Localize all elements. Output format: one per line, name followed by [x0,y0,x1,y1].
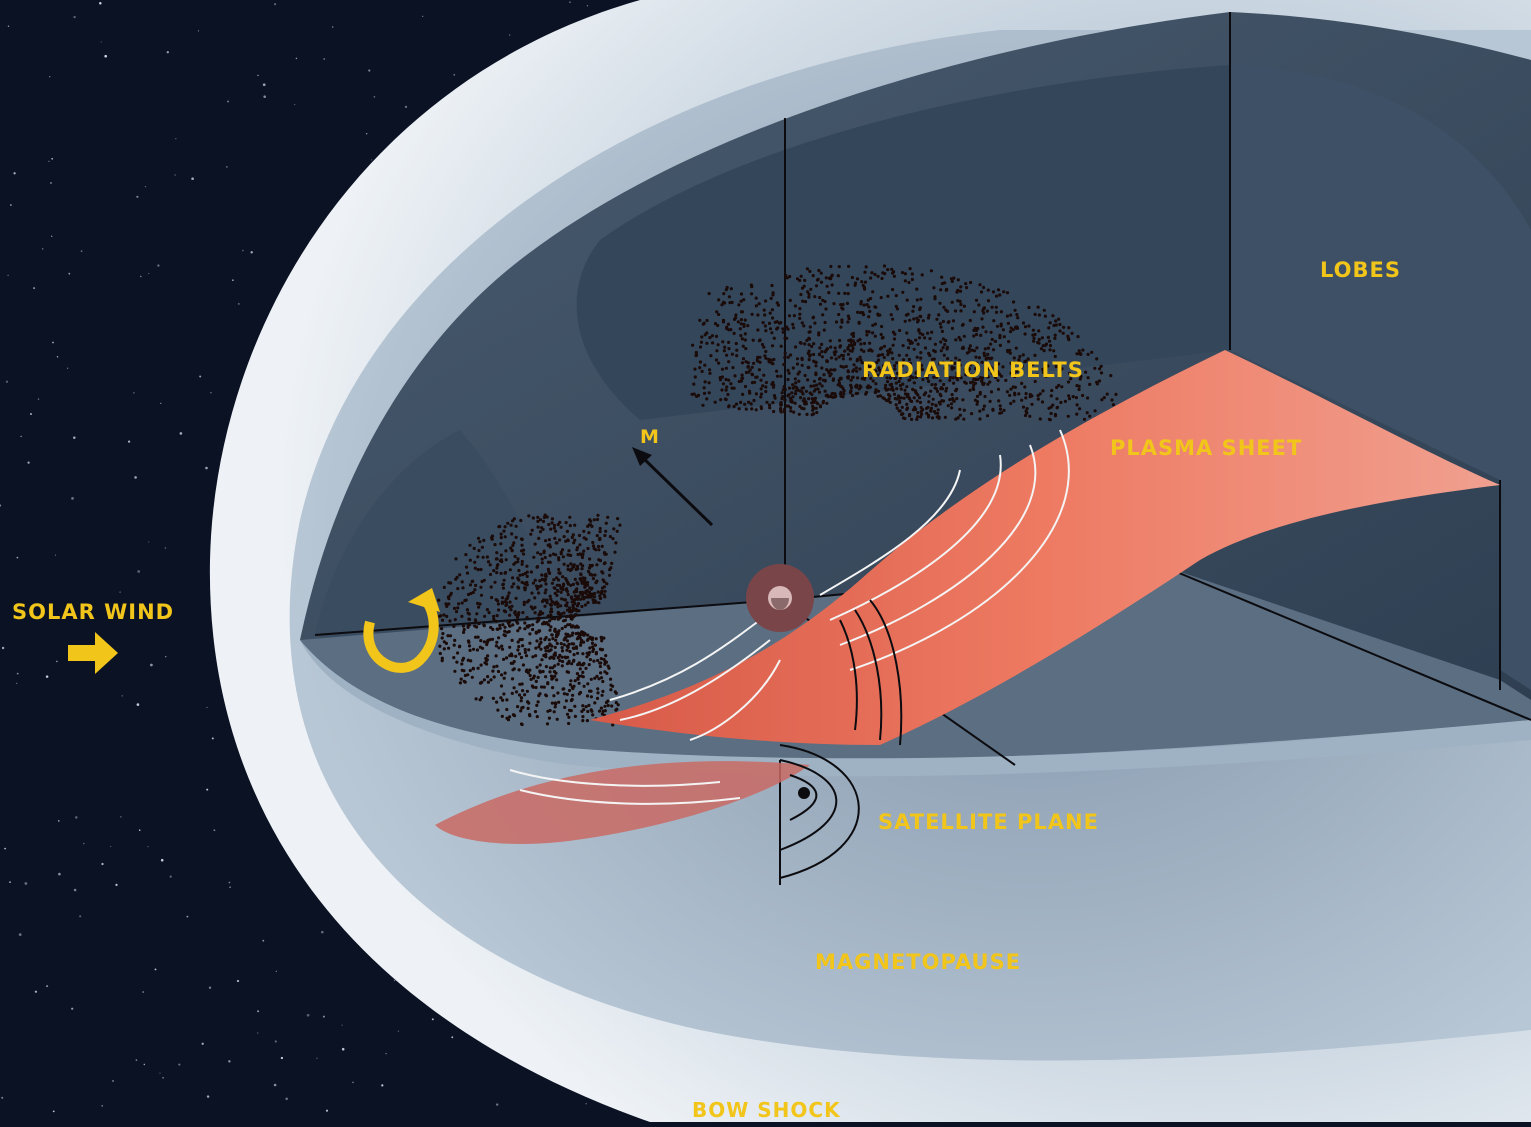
solar-wind-label: SOLAR WIND [12,600,174,624]
magnetopause-label: MAGNETOPAUSE [815,950,1021,974]
satellite-plane-label: SATELLITE PLANE [878,810,1099,834]
solar-wind-arrow-icon [68,632,118,674]
plasma-sheet-label: PLASMA SHEET [1110,436,1302,460]
lobes-label: LOBES [1320,258,1401,282]
radiation-belts-label: RADIATION BELTS [862,358,1084,382]
bow-shock-label: BOW SHOCK [692,1098,841,1122]
m-axis-label: M [640,426,660,448]
